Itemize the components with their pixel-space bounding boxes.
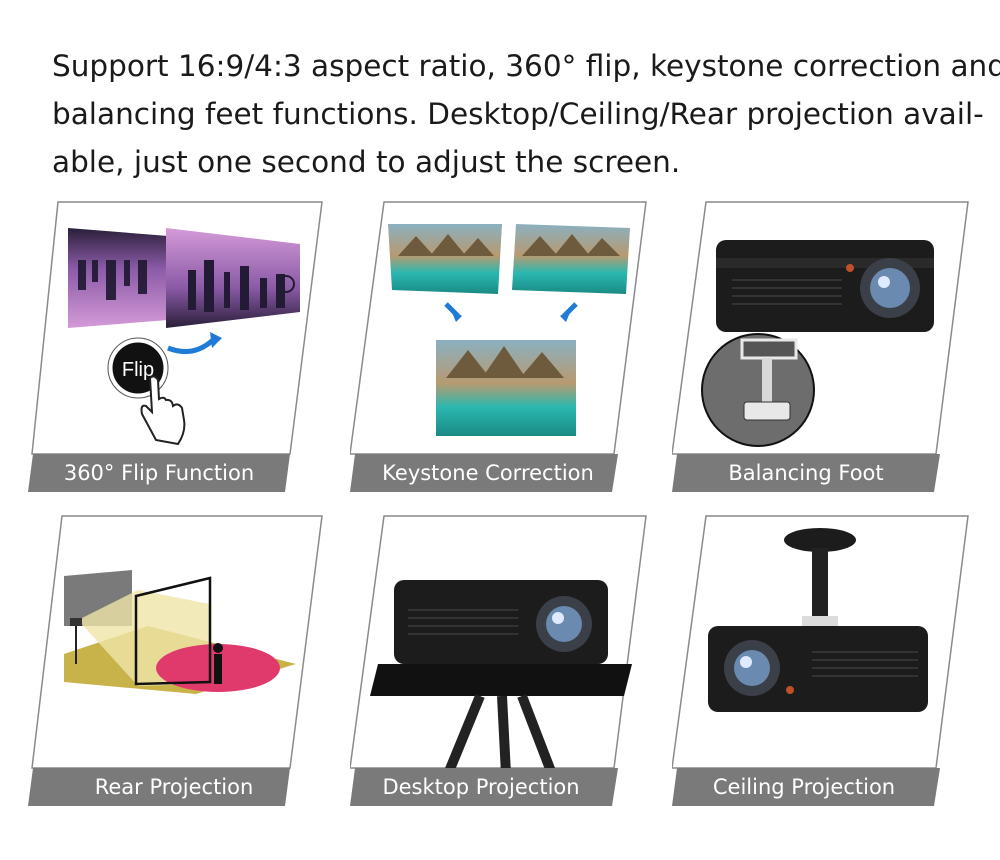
card-label: Rear Projection	[94, 775, 254, 799]
person-icon	[213, 643, 223, 653]
intro-line-2: balancing feet functions. Desktop/Ceilin…	[52, 97, 984, 131]
card-label: Ceiling Projection	[712, 775, 896, 799]
tripod-leg	[443, 694, 485, 776]
intro-text: Support 16:9/4:3 aspect ratio, 360° flip…	[52, 42, 1000, 186]
label-bar	[672, 454, 940, 492]
card-label: Desktop Projection	[382, 775, 580, 799]
desktop-projection-illustration	[370, 580, 632, 776]
card-desktop-projection: Desktop Projection	[350, 514, 670, 806]
label-bar	[350, 768, 618, 806]
card-balancing-foot: Balancing Foot	[672, 200, 992, 492]
card-label: Keystone Correction	[382, 461, 594, 485]
label-bar	[28, 454, 290, 492]
balancing-foot-illustration	[701, 240, 934, 447]
flipped-image	[68, 228, 168, 328]
card-label: Balancing Foot	[728, 461, 884, 485]
skewed-image-right	[512, 224, 630, 294]
screen-frame	[134, 576, 212, 686]
label-bar	[672, 768, 940, 806]
flip-button-label: Flip	[122, 359, 154, 381]
ceiling-projection-illustration	[708, 528, 928, 712]
skewed-image-left	[388, 224, 502, 294]
ceiling-mount	[784, 528, 856, 552]
card-flip-function: Flip 360° Flip Function	[28, 200, 348, 492]
card-label: 360° Flip Function	[63, 461, 255, 485]
curved-arrow-icon	[167, 338, 215, 355]
hand-pointer-icon	[140, 375, 186, 446]
flip-illustration: Flip	[68, 228, 300, 446]
keystone-illustration	[388, 224, 630, 436]
card-rear-projection: Rear Projection	[28, 514, 348, 806]
card-ceiling-projection: Ceiling Projection	[672, 514, 992, 806]
card-keystone-correction: Keystone Correction	[350, 200, 670, 492]
projector-icon	[70, 618, 82, 626]
label-bar	[28, 768, 290, 806]
intro-line-1: Support 16:9/4:3 aspect ratio, 360° flip…	[52, 49, 1000, 83]
intro-line-3: able, just one second to adjust the scre…	[52, 145, 681, 179]
rear-projection-illustration	[64, 570, 296, 694]
tripod-tray	[370, 664, 632, 696]
label-bar	[350, 454, 618, 492]
